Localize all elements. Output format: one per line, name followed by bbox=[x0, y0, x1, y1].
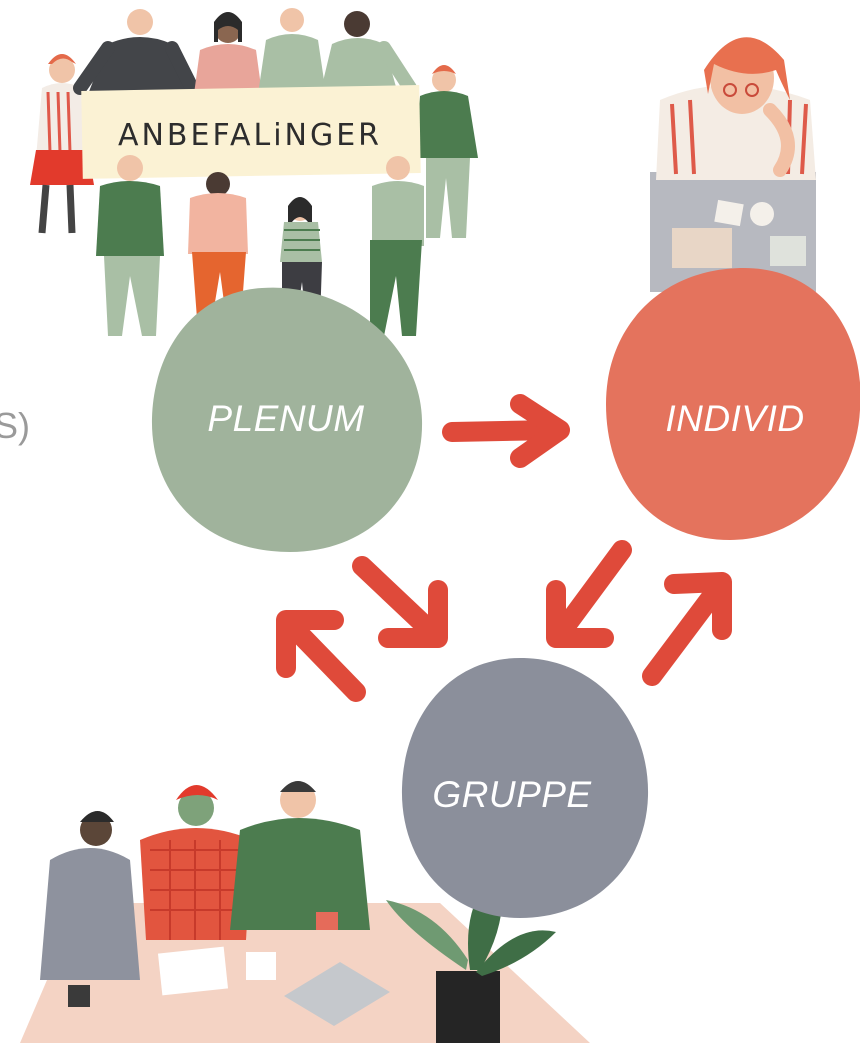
plenum-node bbox=[151, 287, 423, 552]
crowd-illustration: ANBEFALiNGER bbox=[30, 8, 478, 336]
back-row-people bbox=[30, 8, 478, 238]
arrow-gruppe-to-individ bbox=[642, 572, 732, 686]
gruppe-node bbox=[401, 657, 649, 918]
arrow-plenum-to-individ bbox=[442, 394, 570, 468]
individ-label: INDIVID bbox=[665, 398, 805, 439]
cropped-left-text: S) bbox=[0, 405, 30, 446]
woman-at-desk-illustration bbox=[650, 37, 816, 292]
arrow-individ-to-gruppe bbox=[546, 540, 632, 648]
gruppe-label: GRUPPE bbox=[432, 774, 592, 815]
group-table-illustration bbox=[20, 781, 590, 1043]
arrow-plenum-to-gruppe bbox=[352, 556, 448, 648]
arrows bbox=[276, 394, 732, 702]
individ-node bbox=[606, 268, 860, 540]
banner: ANBEFALiNGER bbox=[81, 85, 421, 179]
banner-text: ANBEFALiNGER bbox=[118, 118, 382, 153]
plenum-label: PLENUM bbox=[207, 398, 365, 439]
arrow-gruppe-to-plenum bbox=[276, 610, 366, 702]
